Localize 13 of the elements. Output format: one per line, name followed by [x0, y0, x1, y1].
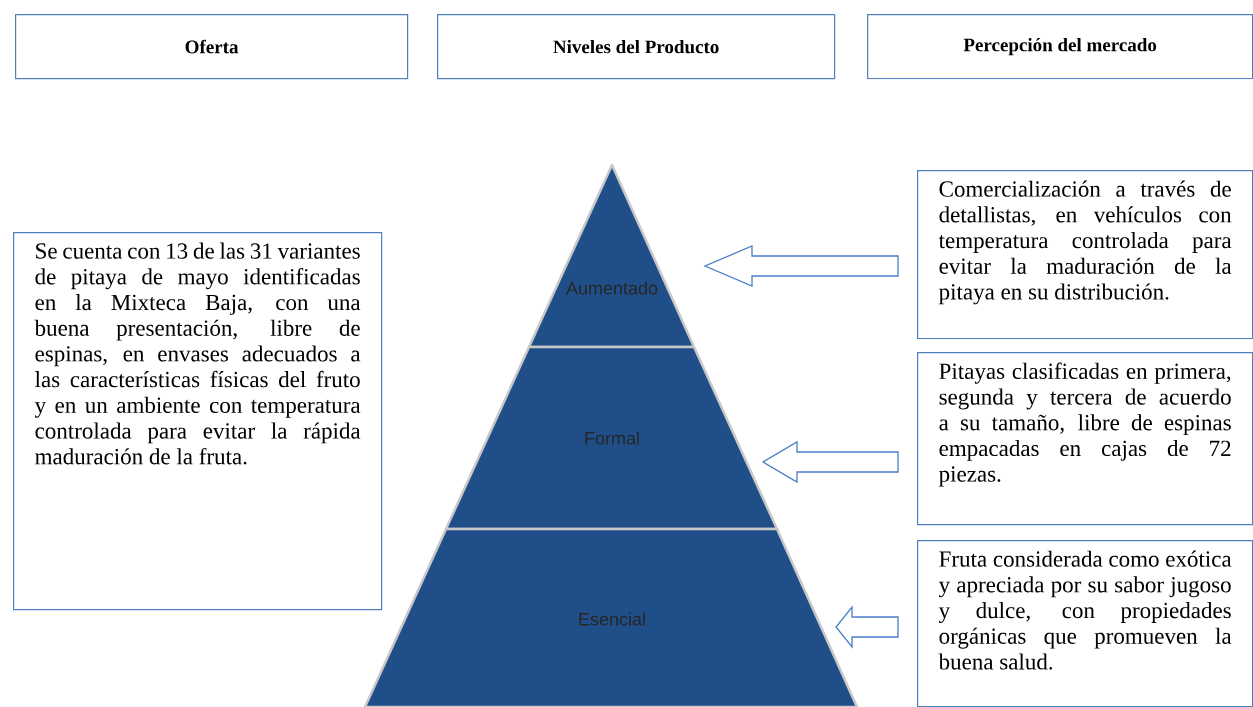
block-arrow [761, 440, 899, 484]
pyramid-level: Aumentado [527, 163, 696, 349]
text-box: Pitayas clasificadas en primera, segunda y tercera de acuerdo a su tamaño, libre de espinas empacadas en cajas de 72 piezas. [917, 352, 1253, 526]
text-box: Se cuenta con 13 de las 31 variantes de pitaya de mayo identificadas en la Mixteca Baja, con una buena presentación, libre de espinas, en envases adecuados a las características físicas del fruto y en un ambiente con temperatura controlada para evitar la rápida maduración de la fruta. [13, 232, 383, 611]
text-box: Comercialización a través de detallistas, en vehículos con temperatura controlada para evitar la maduración de la pitaya en su distribución. [917, 170, 1253, 340]
text-box: Fruta considerada como exótica y apreciada por su sabor jugoso y dulce, con propiedades orgánicas que promueven la buena salud. [917, 540, 1253, 707]
block-arrow [835, 605, 899, 649]
header-box: Percepción del mercado [867, 14, 1253, 80]
header-box: Oferta [15, 14, 409, 80]
block-arrow [703, 245, 899, 287]
header-box: Niveles del Producto [437, 14, 836, 80]
pyramid-level: Formal [444, 345, 779, 531]
pyramid-level: Esencial [363, 527, 859, 707]
